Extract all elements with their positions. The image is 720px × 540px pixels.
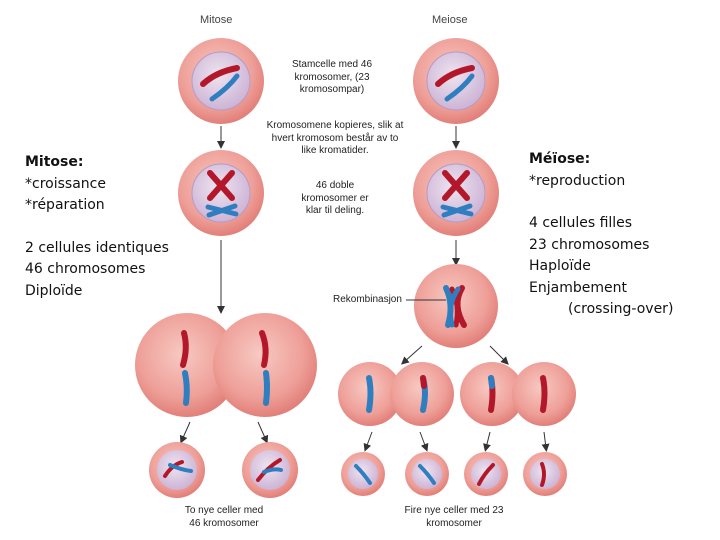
arrow bbox=[363, 431, 373, 452]
meiosis-fact-3: Haploïde bbox=[529, 258, 591, 274]
meiosis-header: Meiose bbox=[432, 14, 468, 26]
meiosis-result-label: Fire nye celler med 23 kromosomer bbox=[404, 505, 504, 529]
mitosis-title: Mitose: bbox=[25, 154, 84, 170]
meiosis-fact-4: Enjambement bbox=[529, 279, 627, 296]
left-panel: Mitose: *croissance *réparation 2 cellul… bbox=[25, 152, 169, 302]
arrow bbox=[179, 421, 191, 444]
mitosis-dividing-cell bbox=[135, 313, 317, 417]
mitosis-header: Mitose bbox=[200, 14, 233, 26]
meiosis-dividing-cell-2 bbox=[460, 362, 576, 426]
meiosis-daughter-cell-1 bbox=[341, 452, 385, 496]
stem-cell-note: Stamcelle med 46 kromosomer, (23 kromoso… bbox=[291, 59, 373, 95]
mitosis-purpose-2: *réparation bbox=[25, 197, 105, 213]
mitosis-daughter-cell-2 bbox=[242, 442, 298, 498]
meiosis-duplicated-cell bbox=[413, 150, 499, 236]
meiosis-recombination-cell bbox=[414, 264, 498, 348]
mitosis-stem-cell bbox=[178, 38, 264, 124]
meiosis-fact-2: 23 chromosomes bbox=[529, 236, 650, 253]
meiosis-title: Méïose: bbox=[529, 151, 591, 167]
arrow bbox=[541, 431, 550, 452]
meiosis-stem-cell bbox=[413, 38, 499, 124]
meiosis-dividing-cell-1 bbox=[338, 362, 454, 426]
mitosis-fact-2: 46 chromosomes bbox=[25, 261, 146, 277]
mitosis-result-label: To nye celler med 46 kromosomer bbox=[184, 505, 264, 529]
mitosis-fact-3: Diploïde bbox=[25, 282, 83, 299]
meiosis-daughter-cell-3 bbox=[464, 452, 508, 496]
recombination-label: Rekombinasjon bbox=[333, 294, 402, 305]
mitosis-duplicated-cell bbox=[178, 150, 264, 236]
meiosis-daughter-cell-4 bbox=[523, 452, 567, 496]
meiosis-purpose-1: *reproduction bbox=[529, 172, 626, 189]
arrow bbox=[257, 421, 269, 444]
arrow bbox=[419, 431, 429, 452]
double-chromosomes-note: 46 doble kromosomer er klar til deling. bbox=[301, 180, 369, 216]
right-panel: Méïose: *reproduction 4 cellules filles … bbox=[529, 149, 673, 321]
arrow bbox=[401, 345, 423, 365]
arrow bbox=[489, 345, 509, 365]
meiosis-fact-5: (crossing-over) bbox=[568, 301, 674, 317]
mitosis-daughter-cell-1 bbox=[149, 442, 205, 498]
mitosis-fact-1: 2 cellules identiques bbox=[25, 239, 169, 256]
meiosis-daughter-cell-2 bbox=[405, 452, 449, 496]
arrow bbox=[483, 431, 491, 452]
duplication-note: Kromosomene kopieres, slik at hvert krom… bbox=[266, 120, 404, 156]
mitosis-purpose-1: *croissance bbox=[25, 175, 106, 192]
meiosis-fact-1: 4 cellules filles bbox=[529, 215, 633, 231]
